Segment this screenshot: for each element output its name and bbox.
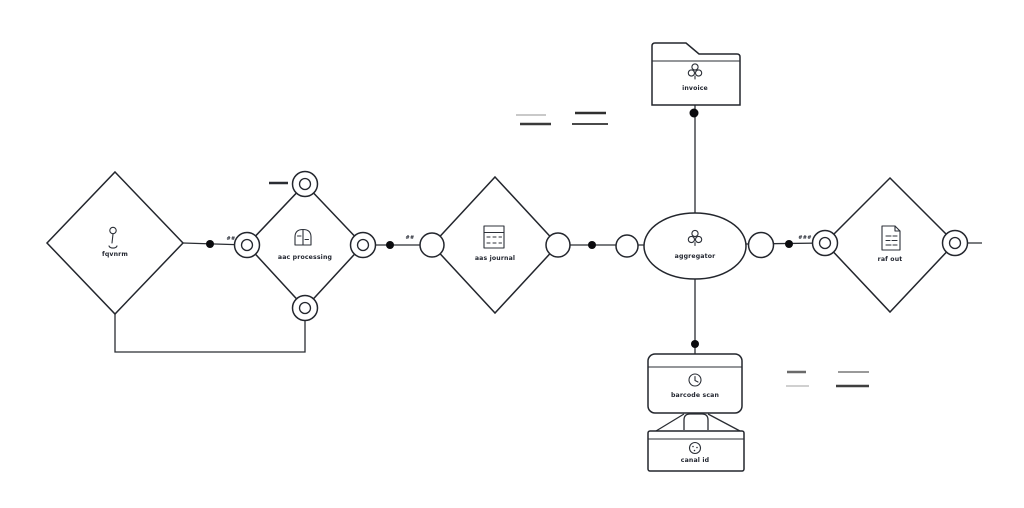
ports	[233, 170, 969, 322]
edge-label-3: ###	[798, 235, 811, 241]
node-fqvnrm-diamond[interactable]	[45, 170, 185, 316]
port-aac-left-inner	[240, 238, 254, 252]
port-journal-right[interactable]	[545, 232, 571, 258]
connector-box-to-canal-folder	[655, 413, 741, 432]
edge-label-1: ##	[227, 236, 236, 242]
port-aggregator-left[interactable]	[615, 234, 639, 258]
port-rafout-right-inner	[948, 236, 962, 250]
edge-waypoint-dots	[206, 108, 793, 348]
clover-icon	[687, 229, 703, 247]
person-icon	[108, 226, 118, 249]
edge-fqvnrm-bottom-elbow[interactable]	[114, 314, 306, 353]
node-label-aas-journal: aas journal	[475, 255, 515, 262]
stray-dash-marks	[516, 111, 869, 388]
port-journal-left[interactable]	[419, 232, 445, 258]
node-aac-processing-diamond[interactable]	[245, 182, 365, 310]
table-icon	[483, 225, 505, 249]
document-icon	[881, 225, 901, 251]
node-canal-id-folder[interactable]	[647, 430, 745, 472]
brain-icon	[294, 228, 312, 246]
node-barcode-scan-box[interactable]	[647, 353, 743, 414]
clover-icon	[687, 63, 703, 80]
port-aac-bottom-inner	[298, 301, 312, 315]
port-aac-right-inner	[356, 238, 370, 252]
node-label-raf-out: raf out	[878, 256, 903, 263]
node-aas-journal-diamond[interactable]	[430, 175, 560, 315]
port-aggregator-right[interactable]	[747, 231, 775, 259]
node-label-aac-processing: aac processing	[278, 254, 332, 261]
node-label-canal-id: canal id	[681, 457, 709, 464]
clock-icon	[688, 373, 702, 387]
node-label-fqvnrm: fqvnrm	[102, 251, 128, 258]
port-aac-top-inner	[298, 177, 312, 191]
port-rafout-left-inner	[818, 236, 832, 250]
node-label-invoice: invoice	[682, 85, 708, 92]
edge-label-2: ##	[406, 235, 415, 241]
node-label-barcode-scan: barcode scan	[671, 392, 719, 399]
node-label-aggregator: aggregator	[675, 253, 716, 260]
dotted-circle-icon	[688, 441, 702, 455]
